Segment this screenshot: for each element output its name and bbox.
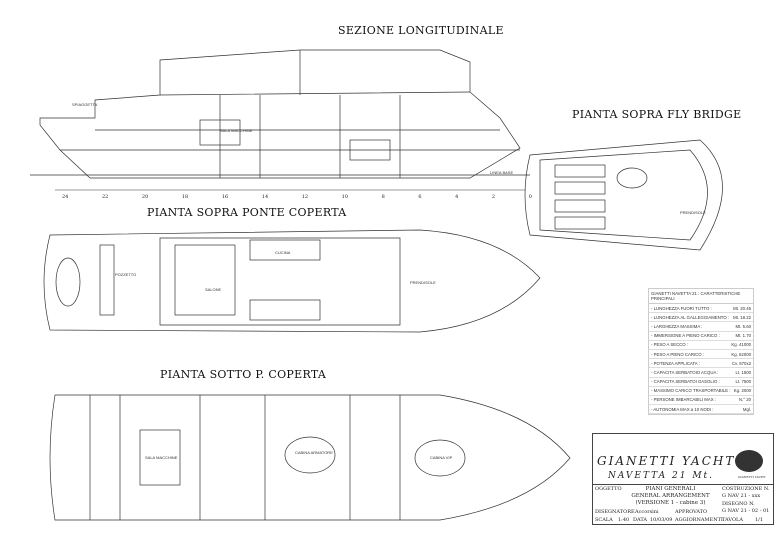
spec-row: - POTENZA APPLICATA : Cv. 670x2 bbox=[649, 359, 753, 369]
spec-value: Mt. 5.60 bbox=[735, 323, 751, 329]
disegno-label: DISEGNO N. bbox=[722, 501, 755, 507]
label-pozzetto: POZZETTO bbox=[115, 272, 137, 277]
title-block: GIANETTI YACHT NAVETTA 21 Mt. GIANETTI Y… bbox=[592, 433, 774, 525]
costruzione-label: COSTRUZIONE N. bbox=[722, 486, 770, 492]
station: 22 bbox=[101, 194, 109, 200]
station: 12 bbox=[301, 194, 309, 200]
station: 18 bbox=[181, 194, 189, 200]
aggiornamenti-label: AGGIORNAMENTI bbox=[675, 517, 723, 523]
spec-row: - LARGHEZZA MASSIMA : Mt. 5.60 bbox=[649, 322, 753, 332]
approvato-label: APPROVATO bbox=[675, 509, 708, 515]
label-spiaggetta: SPIAGGETTA bbox=[72, 102, 98, 107]
heading-fly-bridge: PIANTA SOPRA FLY BRIDGE bbox=[572, 108, 742, 121]
oggetto-2: GENERAL ARRANGEMENT bbox=[631, 493, 710, 499]
spec-row: - PESO A PIENO CARICO : Kg. 52000 bbox=[649, 350, 753, 360]
label-sala-macchine: SALA MACCHINE bbox=[220, 128, 253, 133]
spec-label: - CAPACITA SERBATOIO ACQUA : bbox=[651, 369, 719, 375]
spec-row: - MASSIMO CARICO TRASPORTABILE :Kg. 2000 bbox=[649, 387, 753, 396]
lower-deck-plan bbox=[49, 394, 571, 521]
spec-value: Mt. 1.70 bbox=[735, 333, 751, 339]
spec-label: - PESO A PIENO CARICO : bbox=[651, 351, 705, 357]
spec-value: Mt. 18.22 bbox=[733, 314, 751, 320]
specifications-table: GIANETTI NAVETTA 21 : CARATTERISTICHE PR… bbox=[648, 288, 754, 416]
scala: 1:40 bbox=[618, 517, 630, 523]
spec-label: - AUTONOMIA MAX a 10 NODI : bbox=[651, 406, 714, 412]
spec-row: - LUNGHEZZA FUORI TUTTO : Mt. 20.45 bbox=[649, 304, 753, 314]
spec-value: N.° 20 bbox=[739, 397, 751, 403]
logo bbox=[735, 450, 763, 472]
station: 16 bbox=[221, 194, 229, 200]
spec-row: - CAPACITA SERBATOI GASOLIO : Lt. 7500 bbox=[649, 378, 753, 387]
longitudinal-section bbox=[30, 49, 530, 191]
spec-label: - LUNGHEZZA FUORI TUTTO : bbox=[651, 305, 712, 311]
disegno: G NAV 21 - 02 - 01 bbox=[722, 508, 770, 514]
spec-label: - PERSONE IMBARCABILI MAX : bbox=[651, 397, 716, 403]
station: 10 bbox=[341, 194, 349, 200]
yacht-name: GIANETTI YACHT bbox=[597, 454, 736, 468]
label-prendisole-fly: PRENDISOLE bbox=[680, 210, 706, 215]
spec-label: - IMMERSIONE A PIENO CARICO : bbox=[651, 333, 720, 339]
tavola: 1/1 bbox=[755, 517, 764, 523]
station: 24 bbox=[62, 194, 69, 200]
spec-row: - PERSONE IMBARCABILI MAX : N.° 20 bbox=[649, 396, 753, 406]
spec-value: Kg. 52000 bbox=[731, 351, 751, 357]
heading-longitudinal: SEZIONE LONGITUDINALE bbox=[338, 24, 504, 37]
heading-lower-deck: PIANTA SOTTO P. COPERTA bbox=[160, 368, 327, 381]
station: 6 bbox=[418, 194, 422, 200]
spec-title: GIANETTI NAVETTA 21 : CARATTERISTICHE PR… bbox=[649, 289, 753, 304]
main-deck-plan bbox=[43, 229, 541, 333]
label-sala-macchine-lower: SALA MACCHINE bbox=[145, 455, 178, 460]
spec-value: Kg. 2000 bbox=[733, 388, 751, 394]
spec-label: - MASSIMO CARICO TRASPORTABILE : bbox=[651, 388, 731, 394]
spec-row: - IMMERSIONE A PIENO CARICO : Mt. 1.70 bbox=[649, 332, 753, 341]
spec-row: - CAPACITA SERBATOIO ACQUA : Lt. 1500 bbox=[649, 368, 753, 378]
oggetto-label: OGGETTO bbox=[595, 486, 622, 492]
spec-value: Kg. 41000 bbox=[731, 342, 751, 348]
spec-row: - AUTONOMIA MAX a 10 NODI : Mgl. bbox=[649, 405, 753, 415]
spec-label: - CAPACITA SERBATOI GASOLIO : bbox=[651, 379, 720, 385]
station: 20 bbox=[141, 194, 149, 200]
costruzione: G NAV 21 - xxx bbox=[722, 493, 761, 499]
station: 14 bbox=[261, 194, 269, 200]
disegnatore: Accorsini bbox=[635, 509, 659, 515]
model-name: NAVETTA 21 Mt. bbox=[607, 471, 715, 481]
spec-value: Lt. 7500 bbox=[735, 379, 751, 385]
label-cucina: CUCINA bbox=[275, 250, 291, 255]
spec-label: - LARGHEZZA MASSIMA : bbox=[651, 323, 703, 329]
data-label: DATA bbox=[633, 517, 648, 523]
tavola-label: TAVOLA bbox=[722, 517, 743, 523]
data: 10/03/09 bbox=[650, 517, 673, 523]
disegnatore-label: DISEGNATORE bbox=[595, 509, 635, 515]
spec-row: - PESO A SECCO : Kg. 41000 bbox=[649, 341, 753, 350]
spec-label: - PESO A SECCO : bbox=[651, 342, 689, 348]
spec-row: - LUNGHEZZA AL GALLEGGIAMENTO :Mt. 18.22 bbox=[649, 313, 753, 323]
label-prendisole: PRENDISOLE bbox=[410, 280, 436, 285]
scala-label: SCALA bbox=[595, 517, 613, 523]
oggetto-1: PIANI GENERALI bbox=[645, 486, 696, 492]
station: 4 bbox=[455, 194, 459, 200]
spec-value: Lt. 1500 bbox=[735, 369, 751, 375]
station: 8 bbox=[381, 194, 385, 200]
logo-text: GIANETTI YACHT bbox=[738, 475, 766, 479]
spec-label: - LUNGHEZZA AL GALLEGGIAMENTO : bbox=[651, 314, 730, 320]
label-linea-base: LINEA BASE bbox=[490, 170, 514, 175]
oggetto-3: (VERSIONE 1 - cabine 3) bbox=[635, 500, 706, 506]
station: 2 bbox=[491, 194, 496, 200]
spec-label: - POTENZA APPLICATA : bbox=[651, 360, 700, 366]
label-cabina-armatore: CABINA ARMATORE bbox=[295, 450, 333, 455]
fly-bridge-plan bbox=[524, 139, 723, 251]
heading-main-deck: PIANTA SOPRA PONTE COPERTA bbox=[147, 206, 347, 219]
spec-value: Mgl. bbox=[742, 406, 751, 412]
station: 0 bbox=[528, 194, 532, 200]
label-cabina-vip: CABINA VIP bbox=[430, 455, 453, 460]
label-salone: SALONE bbox=[205, 287, 222, 292]
spec-value: Mt. 20.45 bbox=[733, 305, 751, 311]
spec-value: Cv. 670x2 bbox=[731, 360, 751, 366]
